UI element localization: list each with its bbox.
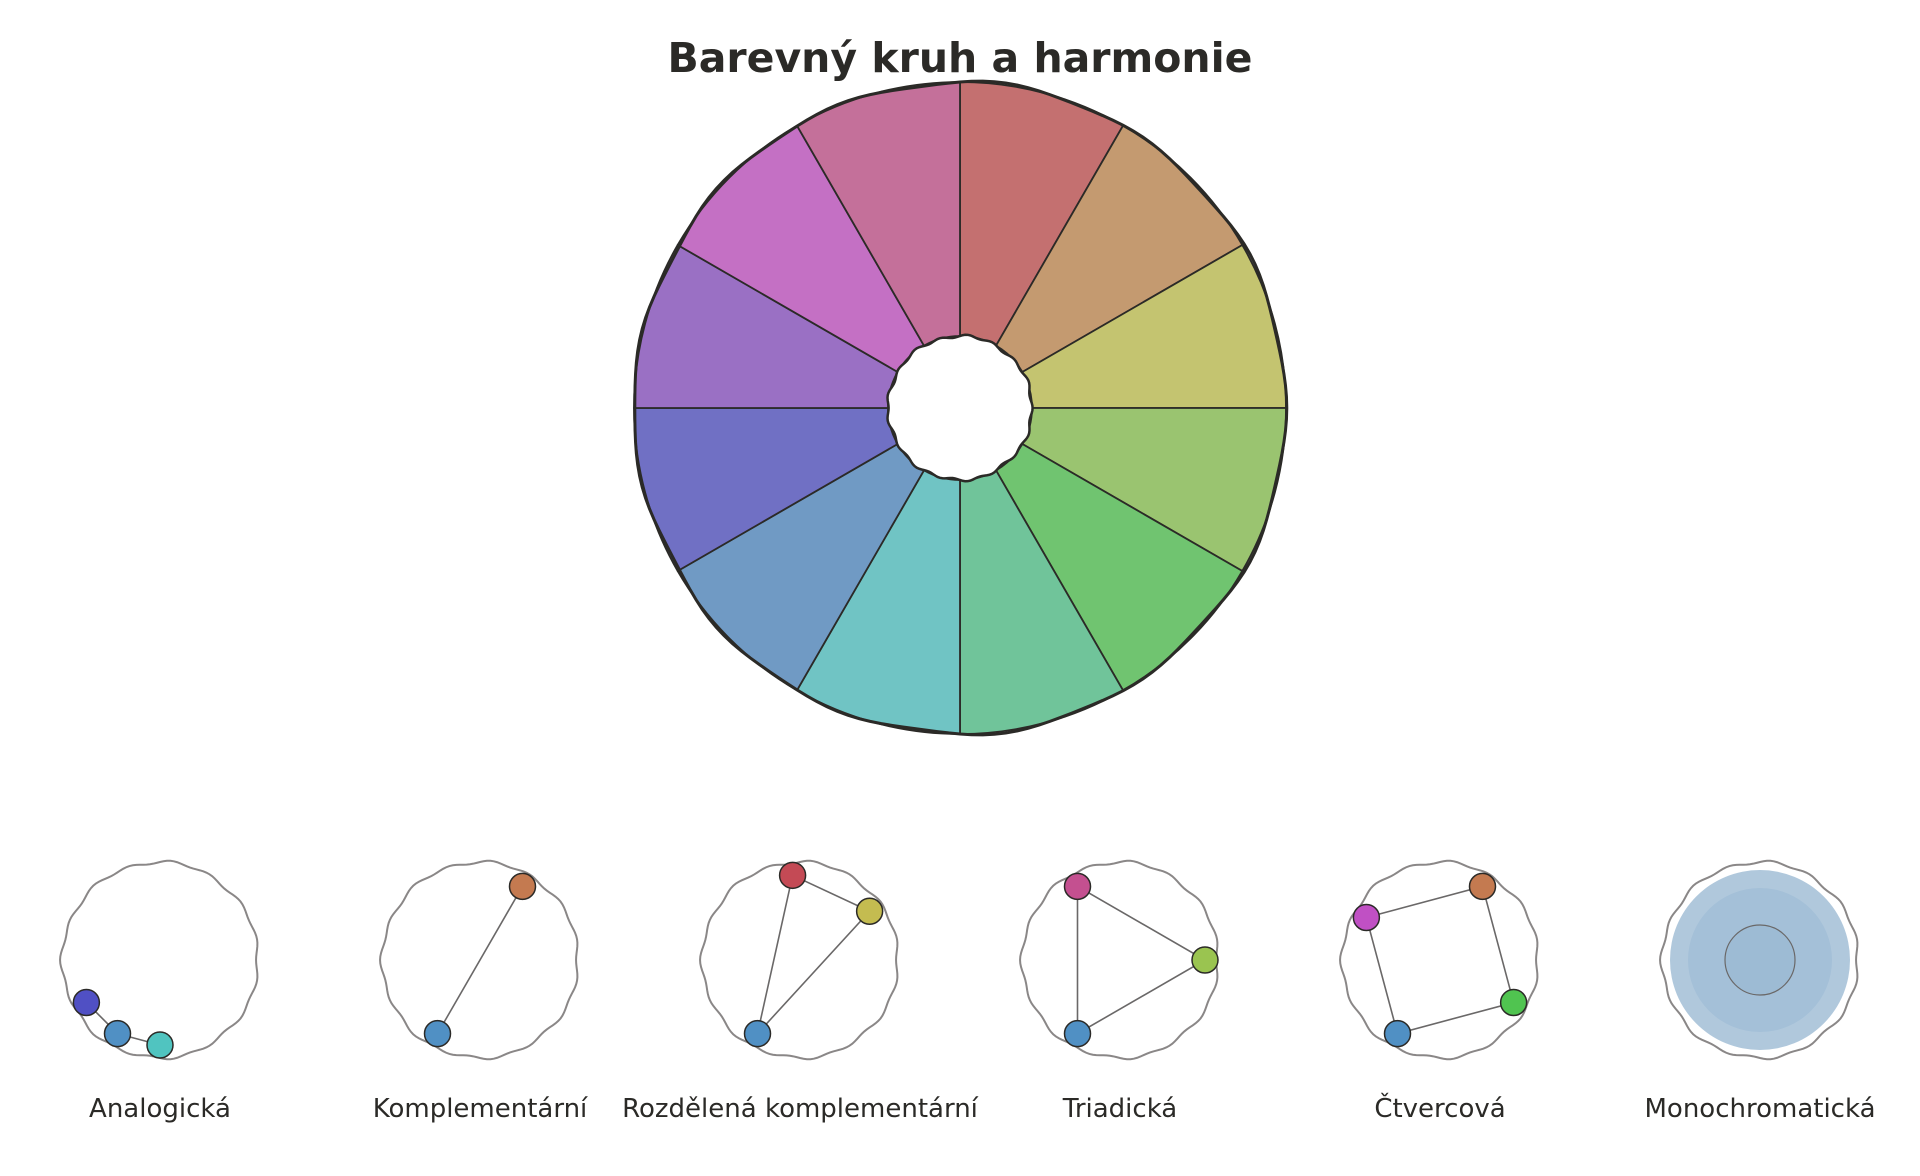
harmony-ring bbox=[1339, 859, 1539, 1061]
harmony-example: Monochromatická bbox=[1644, 859, 1876, 1124]
harmony-label: Triadická bbox=[1062, 1094, 1177, 1124]
harmony-example: Komplementární bbox=[373, 859, 588, 1124]
wheel-outer-outline bbox=[633, 79, 1289, 737]
harmony-examples: Analogická Komplementární Rozdělená komple… bbox=[59, 859, 1876, 1124]
harmony-ring bbox=[379, 859, 579, 1061]
harmony-example: Čtvercová bbox=[1339, 859, 1539, 1124]
harmony-color-dot bbox=[778, 861, 807, 890]
harmony-example: Triadická bbox=[1019, 859, 1219, 1124]
harmony-color-dot bbox=[1063, 1019, 1092, 1048]
harmony-color-dot bbox=[1468, 872, 1497, 901]
wheel-center-hole bbox=[886, 333, 1034, 483]
harmony-color-dot bbox=[1499, 988, 1528, 1017]
harmony-label: Komplementární bbox=[373, 1094, 588, 1124]
harmony-connector bbox=[1076, 885, 1207, 1035]
harmony-color-dot bbox=[508, 872, 537, 901]
harmony-connector bbox=[1365, 885, 1515, 1035]
harmony-color-dot bbox=[146, 1031, 174, 1059]
harmony-connector bbox=[436, 885, 524, 1035]
harmony-ring bbox=[1659, 859, 1859, 1061]
harmony-example: Rozdělená komplementární bbox=[622, 859, 979, 1124]
harmony-color-dot bbox=[743, 1019, 772, 1048]
harmony-color-dot bbox=[103, 1019, 132, 1048]
color-wheel bbox=[633, 79, 1289, 737]
harmony-color-dot bbox=[1383, 1019, 1412, 1048]
harmony-label: Rozdělená komplementární bbox=[622, 1094, 979, 1124]
harmony-ring bbox=[1019, 859, 1219, 1061]
harmony-ring bbox=[59, 859, 259, 1061]
harmony-color-dot bbox=[1352, 903, 1381, 932]
harmony-ring bbox=[699, 859, 899, 1061]
harmony-label: Monochromatická bbox=[1644, 1094, 1875, 1124]
harmony-connector bbox=[756, 874, 871, 1037]
harmony-label: Analogická bbox=[89, 1094, 231, 1124]
harmony-color-dot bbox=[1063, 872, 1092, 901]
harmony-example: Analogická bbox=[59, 859, 259, 1124]
page-title: Barevný kruh a harmonie bbox=[668, 34, 1253, 82]
harmony-color-dot bbox=[1191, 946, 1219, 974]
harmony-color-dot bbox=[423, 1019, 452, 1048]
harmony-color-dot bbox=[855, 897, 884, 925]
harmony-color-dot bbox=[72, 988, 101, 1017]
harmony-label: Čtvercová bbox=[1374, 1092, 1505, 1124]
mono-shade-inner bbox=[1724, 924, 1796, 996]
